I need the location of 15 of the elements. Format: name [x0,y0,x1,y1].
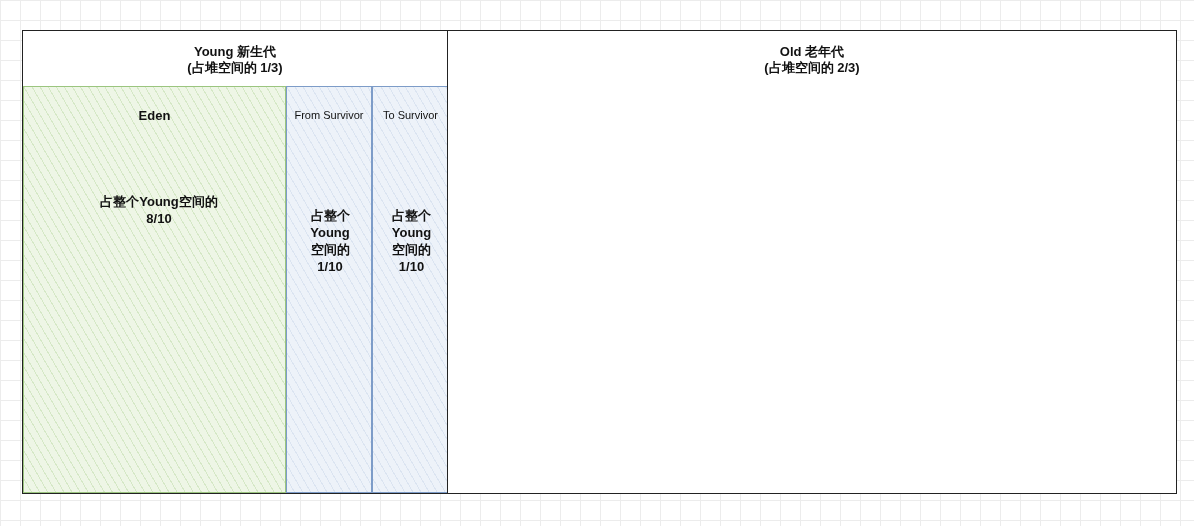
memory-region-box [286,86,372,493]
heap-region-box [22,30,448,494]
region-title: Young 新生代 [192,43,278,60]
region-title: Eden [137,107,172,124]
region-description: 占整个Young空间的 8/10 [99,193,219,227]
region-description: (占堆空间的 2/3) [763,59,861,76]
region-description: 占整个Young空间的 1/10 [390,207,433,275]
region-description: 占整个Young空间的 1/10 [309,207,351,275]
heap-region-box [447,30,1177,494]
region-title: From Survivor [293,108,365,123]
region-description: (占堆空间的 1/3) [186,59,284,76]
region-title: To Survivor [382,108,439,123]
memory-region-box [23,86,286,493]
region-title: Old 老年代 [778,43,846,60]
memory-region-box [372,86,449,493]
